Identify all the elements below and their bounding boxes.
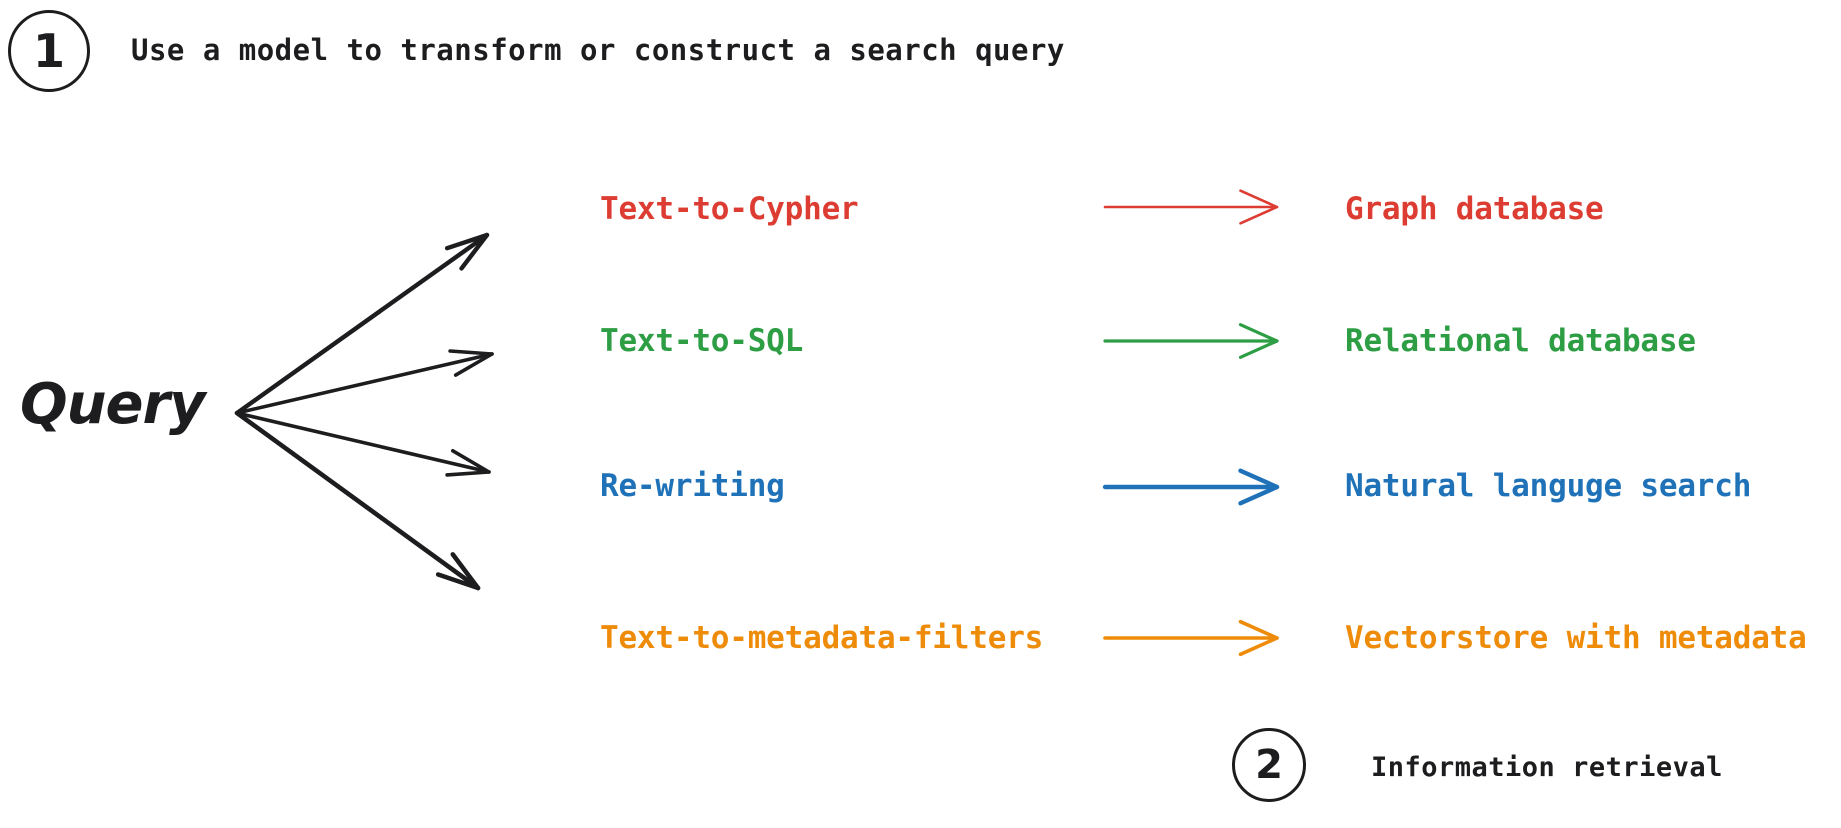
row-arrow-metadata	[1103, 619, 1279, 657]
step-2-caption: Information retrieval	[1371, 752, 1723, 783]
row-arrow-cypher	[1103, 189, 1279, 225]
target-label-natural-language-search: Natural languge search	[1345, 468, 1752, 504]
method-label-text-to-cypher: Text-to-Cypher	[600, 191, 859, 227]
method-label-re-writing: Re-writing	[600, 468, 785, 504]
target-label-relational-database: Relational database	[1345, 323, 1696, 359]
fan-arrow-group	[234, 232, 494, 591]
step-1-caption: Use a model to transform or construct a …	[131, 33, 1065, 67]
row-arrow-group	[1102, 189, 1280, 657]
fan-arrow-1	[235, 349, 494, 415]
step-badge-2-number: 2	[1255, 742, 1283, 788]
step-badge-1-number: 1	[32, 24, 65, 78]
step-badge-2: 2	[1232, 728, 1306, 802]
target-label-vectorstore-with-metadata: Vectorstore with metadata	[1345, 620, 1807, 656]
fan-arrow-2	[235, 411, 491, 477]
fan-arrow-3	[234, 410, 481, 591]
query-source-label: Query	[20, 372, 206, 437]
row-arrow-rewriting	[1102, 468, 1280, 506]
method-label-text-to-metadata-filters: Text-to-metadata-filters	[600, 620, 1044, 656]
target-label-graph-database: Graph database	[1345, 191, 1604, 227]
step-badge-1: 1	[8, 10, 90, 92]
method-label-text-to-sql: Text-to-SQL	[600, 323, 804, 359]
fan-arrow-0	[234, 232, 490, 416]
row-arrow-sql	[1103, 323, 1279, 359]
